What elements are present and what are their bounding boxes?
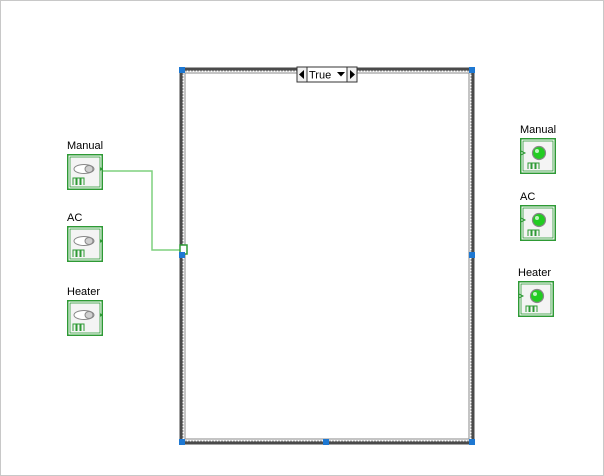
case-selector[interactable]: True	[296, 66, 358, 83]
left-arrow-icon	[299, 70, 304, 79]
control-heater[interactable]: Heater	[67, 286, 103, 336]
case-selector-label: True	[309, 70, 331, 82]
selection-handles[interactable]	[179, 67, 475, 445]
led-indicator-icon	[520, 138, 556, 174]
wire-manual[interactable]	[101, 170, 182, 251]
control-ac[interactable]: AC	[67, 212, 103, 262]
right-arrow-icon	[350, 70, 355, 79]
indicator-ac[interactable]: AC	[520, 191, 556, 241]
toggle-switch-icon	[67, 300, 103, 336]
toggle-switch-icon	[67, 154, 103, 190]
led-indicator-icon	[520, 205, 556, 241]
dropdown-arrow-icon[interactable]	[337, 72, 345, 77]
indicator-label-ac: AC	[520, 191, 536, 203]
toggle-switch-icon	[67, 226, 103, 262]
indicator-heater[interactable]: Heater	[518, 267, 554, 317]
control-label-heater: Heater	[67, 286, 101, 298]
indicator-label-manual: Manual	[520, 124, 557, 136]
control-label-ac: AC	[67, 212, 83, 224]
control-label-manual: Manual	[67, 140, 104, 152]
led-indicator-icon	[518, 281, 554, 317]
control-manual[interactable]: Manual	[67, 140, 103, 190]
case-structure[interactable]	[179, 67, 475, 445]
indicator-manual[interactable]: Manual	[520, 124, 556, 174]
indicator-label-heater: Heater	[518, 267, 552, 279]
